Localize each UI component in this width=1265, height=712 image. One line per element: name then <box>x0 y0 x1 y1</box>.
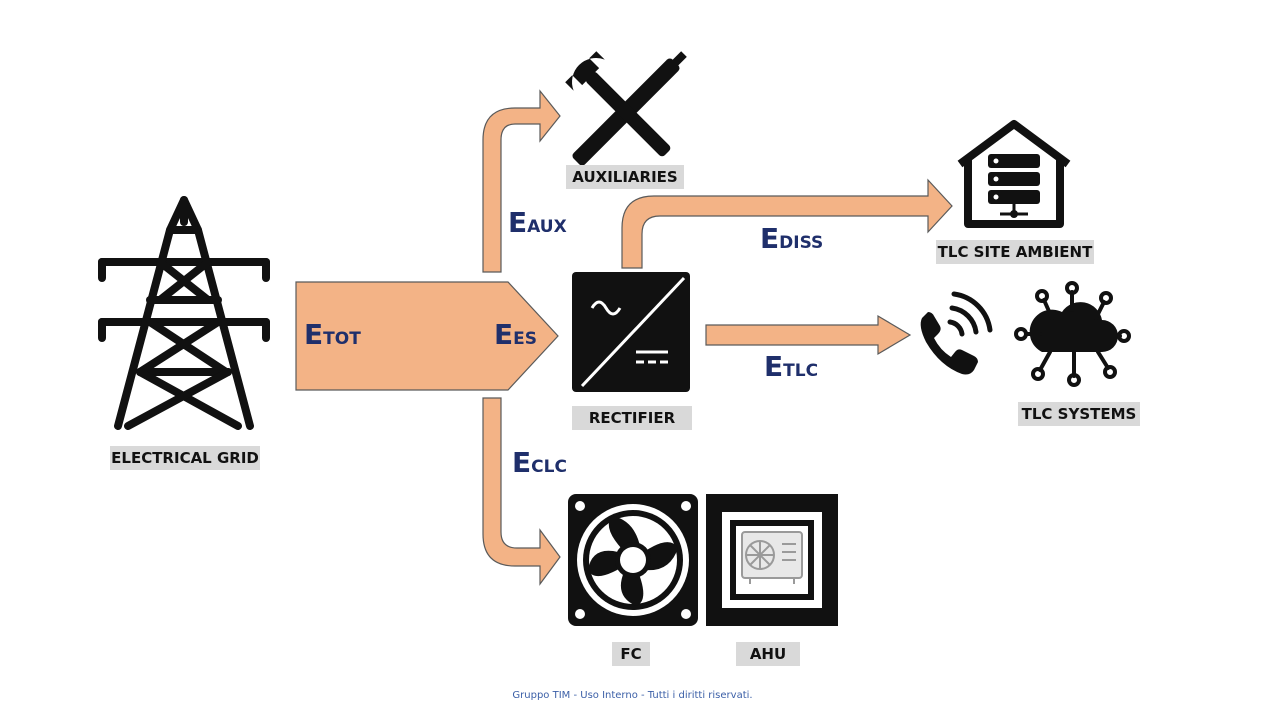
server-house-icon <box>957 120 1071 228</box>
tlc-flow-arrow <box>705 314 912 356</box>
energy-tot-label: ETOT <box>304 318 361 351</box>
diss-flow-arrow <box>621 178 953 269</box>
auxiliaries-label: AUXILIARIES <box>566 165 684 189</box>
tools-icon <box>565 51 687 166</box>
fc-label: FC <box>612 642 650 666</box>
ahu-label: AHU <box>736 642 800 666</box>
power-pylon-icon <box>98 196 270 430</box>
rectifier-label: RECTIFIER <box>572 406 692 430</box>
fan-icon <box>568 494 698 626</box>
ac-dc-rectifier-icon <box>572 272 690 392</box>
aux-flow-arrow <box>482 89 561 273</box>
energy-clc-label: ECLC <box>512 446 567 479</box>
main-flow-arrow <box>295 281 559 391</box>
tlc-site-ambient-label: TLC SITE AMBIENT <box>936 240 1094 264</box>
energy-tlc-label: ETLC <box>764 350 819 383</box>
energy-aux-label: EAUX <box>508 206 567 239</box>
electrical-grid-label: ELECTRICAL GRID <box>110 446 260 470</box>
phone-signal-icon <box>920 291 993 375</box>
tlc-systems-label: TLC SYSTEMS <box>1018 402 1140 426</box>
energy-es-label: EES <box>494 318 537 351</box>
clc-flow-arrow <box>482 397 561 586</box>
cloud-network-icon <box>1014 281 1131 387</box>
air-handling-unit-icon <box>706 494 838 626</box>
footer-text: Gruppo TIM - Uso Interno - Tutti i dirit… <box>512 690 753 701</box>
flow-arrows <box>295 89 953 586</box>
energy-diss-label: EDISS <box>760 222 824 255</box>
